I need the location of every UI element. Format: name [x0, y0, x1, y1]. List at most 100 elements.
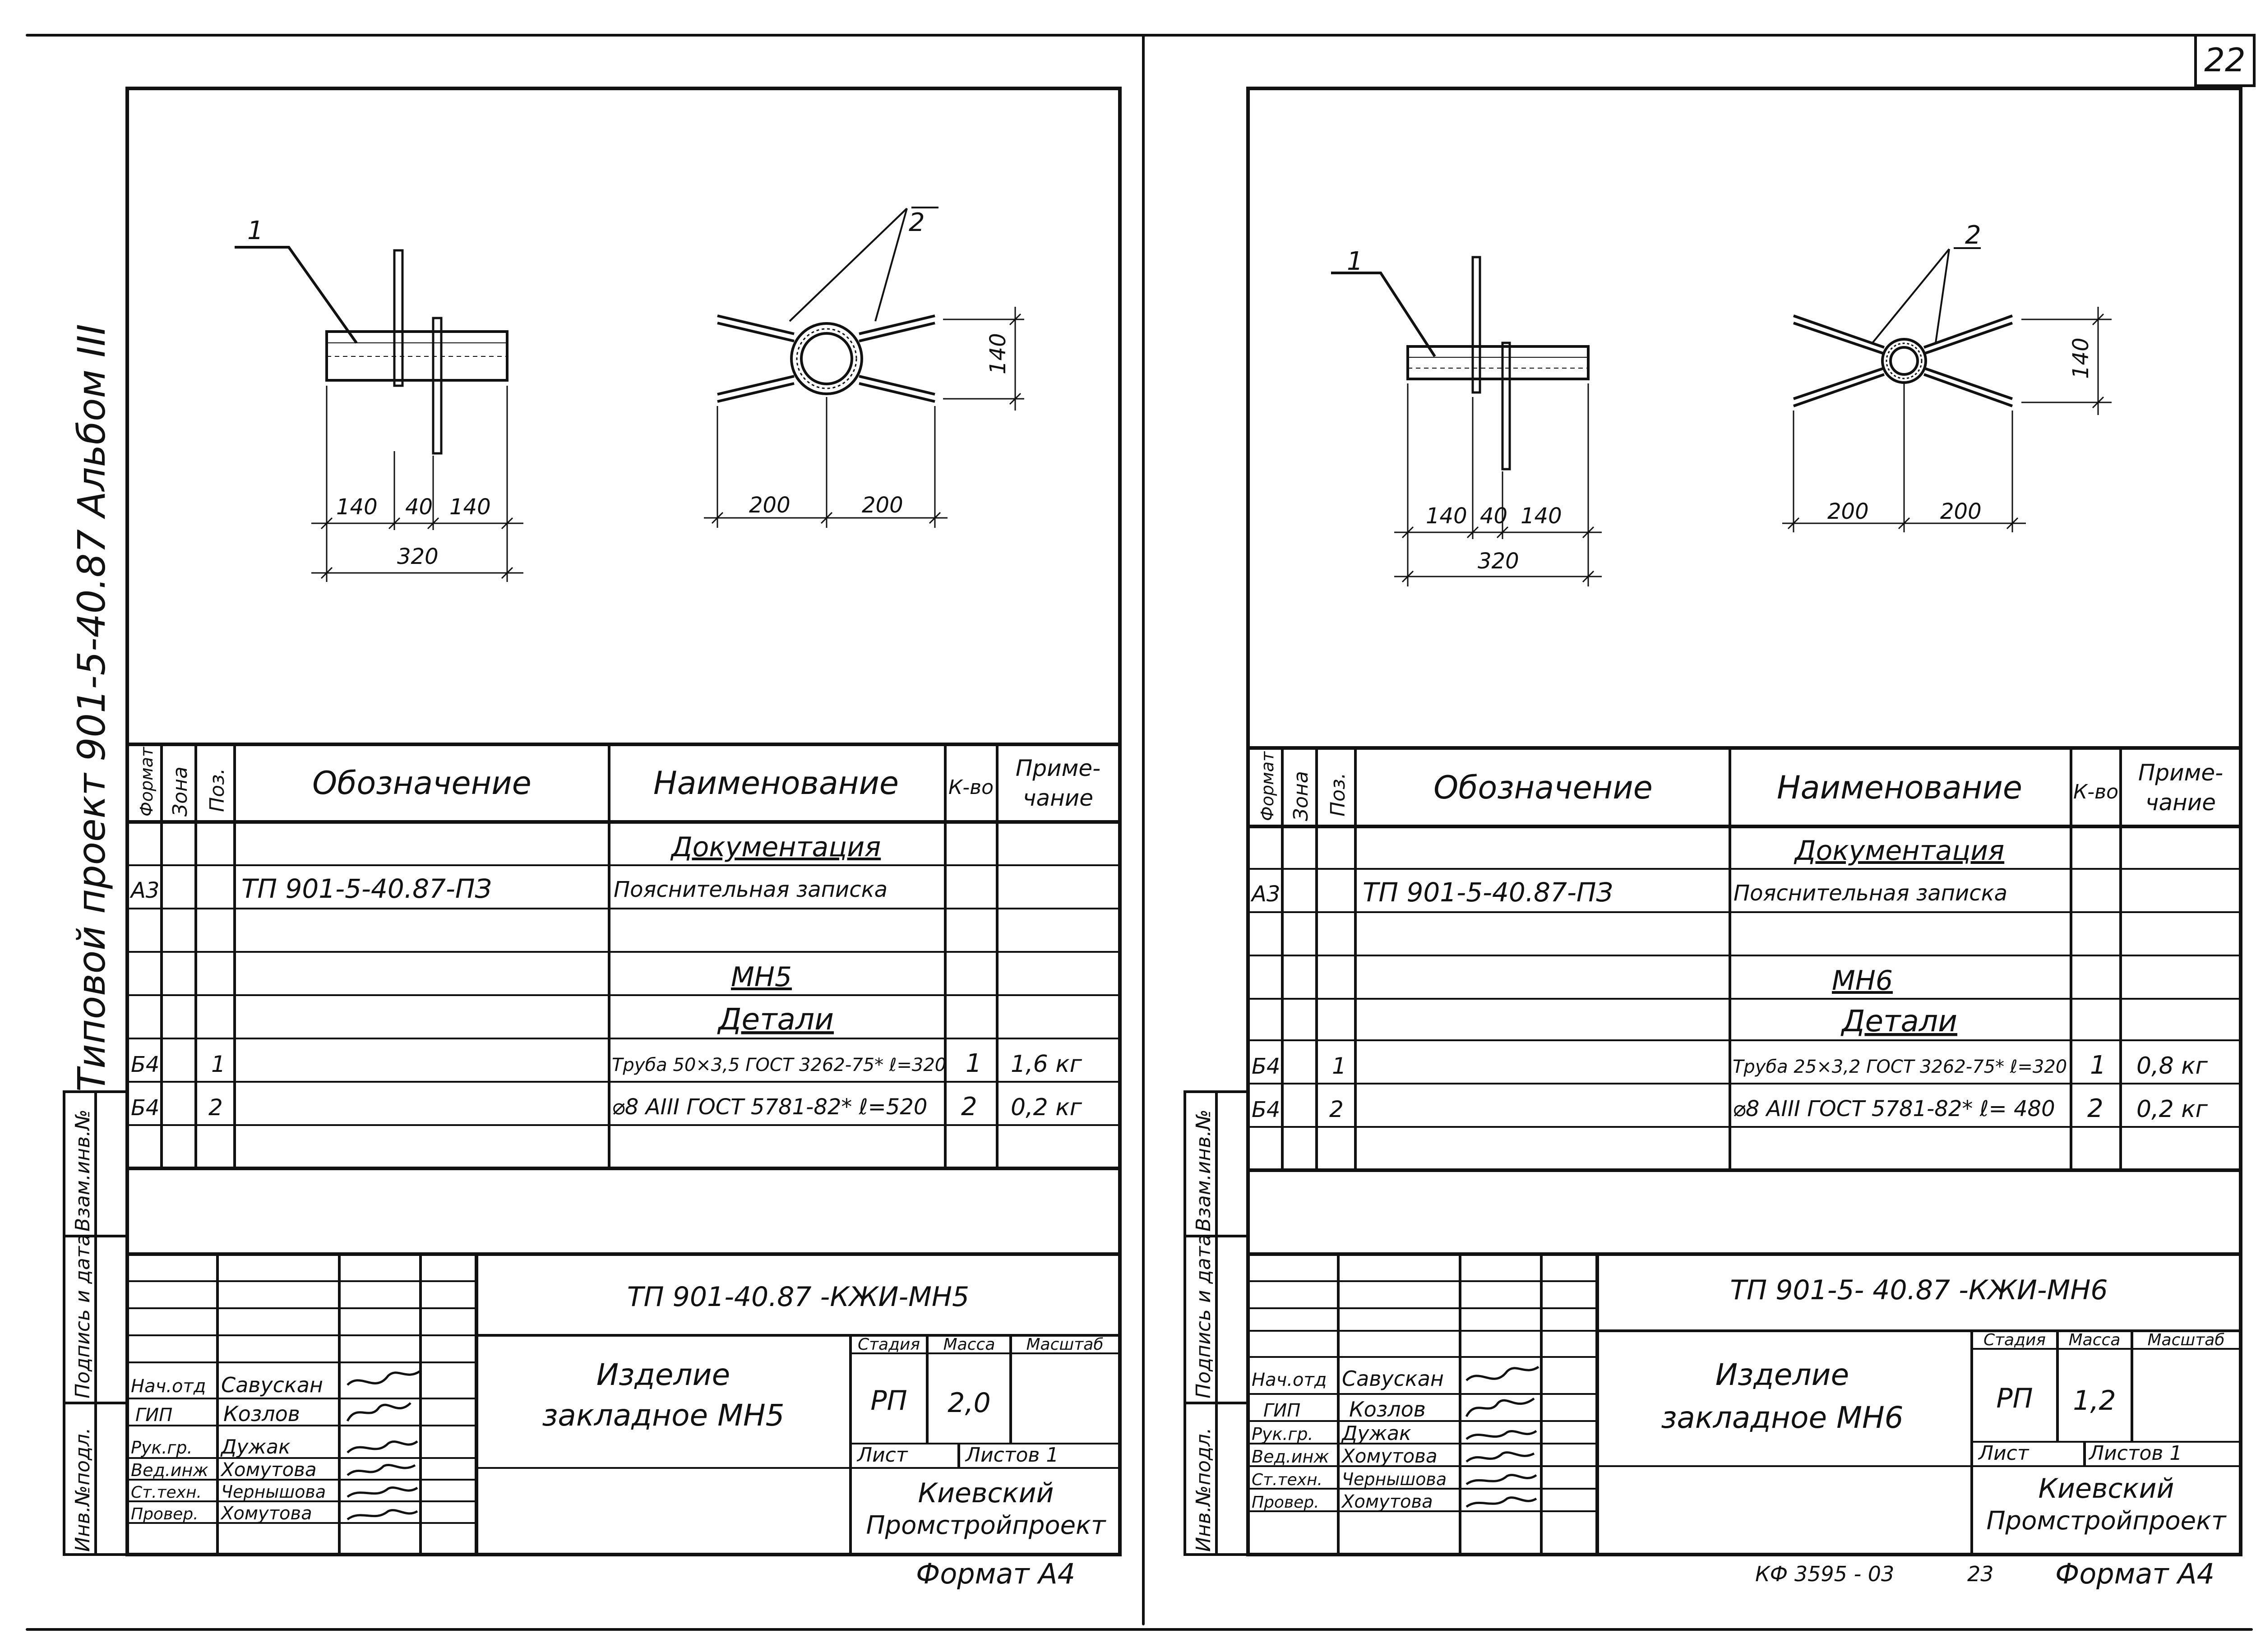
role-3: Рук.гр. — [131, 1438, 193, 1458]
person-2: Козлов — [223, 1402, 300, 1426]
item-format: Б4 — [131, 1052, 159, 1077]
dim-a: 140 — [1426, 503, 1467, 529]
dim-h: 140 — [2068, 337, 2094, 379]
person-1: Савускан — [1342, 1366, 1444, 1391]
item-note: 1,6 кг — [1011, 1051, 1082, 1078]
sheet-number-box: 22 — [2194, 34, 2256, 87]
item-pos: 2 — [208, 1094, 223, 1121]
col-qty: К-во — [948, 776, 994, 799]
callout-1: 1 — [247, 216, 264, 245]
signatures — [346, 1370, 421, 1521]
signatures — [1465, 1366, 1539, 1508]
stage-value: РП — [870, 1385, 907, 1417]
person-3: Дужак — [220, 1435, 291, 1458]
dim-d1: 200 — [749, 493, 791, 518]
col-format: Формат — [137, 746, 157, 817]
spec-table — [127, 743, 1120, 1170]
pipe-drawing — [1782, 247, 2112, 532]
role-2: ГИП — [1263, 1400, 1300, 1421]
scale-label: Масштаб — [1026, 1335, 1103, 1354]
col-zone: Зона — [169, 766, 192, 817]
item-qty: 1 — [2090, 1051, 2106, 1080]
mass-value: 1,2 — [2073, 1385, 2116, 1417]
col-format: Формат — [1257, 751, 1277, 821]
role-5: Ст.техн. — [131, 1483, 202, 1502]
dim-total: 320 — [1478, 549, 1519, 574]
org-1: Киевский — [2038, 1473, 2174, 1504]
col-note-1: Приме- — [2138, 760, 2223, 786]
title-block — [127, 1252, 1120, 1555]
item-name-2: закладное МН5 — [542, 1398, 784, 1433]
pipe-drawing — [704, 207, 1024, 528]
dim-a: 140 — [336, 494, 378, 520]
left-stamp-labels-1: Инв.№подл. Подпись и дата Взам.инв.№ — [71, 1109, 94, 1552]
doc-format: А3 — [129, 878, 159, 903]
person-3: Дужак — [1341, 1422, 1411, 1445]
person-5: Чернышова — [1342, 1469, 1447, 1489]
replace-inv-label: Взам.инв.№ — [71, 1109, 94, 1232]
format-note: Формат А4 — [916, 1557, 1075, 1590]
item-name-1: Изделие — [1715, 1357, 1849, 1392]
org-2: Промстройпроект — [1986, 1506, 2226, 1536]
format-note: Формат А4 — [2055, 1557, 2214, 1590]
dim-d2: 200 — [1940, 499, 1982, 524]
sheet-mh5: 1 140 40 140 320 2 2 — [125, 87, 1122, 1590]
item-format: Б4 — [1252, 1054, 1280, 1079]
doc-designation: ТП 901-5-40.87-ПЗ — [1363, 877, 1613, 908]
item-name-2: закладное МН6 — [1661, 1400, 1903, 1435]
sheets-label: Листов 1 — [965, 1444, 1059, 1467]
role-2: ГИП — [135, 1405, 172, 1426]
doc-format: А3 — [1250, 881, 1280, 907]
doc-name: Пояснительная записка — [614, 877, 888, 902]
sign-date-label: Подпись и дата — [71, 1234, 94, 1398]
mass-label: Масса — [943, 1335, 995, 1354]
org-1: Киевский — [918, 1477, 1054, 1509]
replace-inv-label: Взам.инв.№ — [1192, 1109, 1215, 1232]
col-name: Наименование — [653, 765, 899, 802]
role-6: Провер. — [131, 1505, 199, 1523]
item-qty: 1 — [966, 1049, 982, 1078]
dim-b: 40 — [1480, 503, 1507, 529]
role-4: Вед.инж — [1252, 1447, 1329, 1467]
section-details: Детали — [1840, 1004, 1957, 1038]
sheet-label: Лист — [1978, 1442, 2029, 1465]
mass-label: Масса — [2069, 1331, 2121, 1349]
col-name: Наименование — [1777, 769, 2022, 806]
person-4: Хомутова — [1341, 1445, 1438, 1467]
item-note: 0,2 кг — [2136, 1096, 2208, 1123]
item-name: ⌀8 АIII ГОСТ 5781-82* ℓ=520 — [612, 1094, 927, 1120]
side-label: Типовой проект 901-5-40.87 Альбом III — [69, 324, 114, 1092]
role-1: Нач.отд — [131, 1376, 206, 1397]
role-6: Провер. — [1252, 1493, 1319, 1512]
item-note: 0,8 кг — [2136, 1052, 2208, 1080]
title-block — [1248, 1252, 2241, 1555]
dim-d2: 200 — [862, 493, 903, 518]
item-name: Труба 50×3,5 ГОСТ 3262-75* ℓ=320 — [612, 1055, 946, 1075]
item-format: Б4 — [1252, 1097, 1280, 1122]
sign-date-label: Подпись и дата — [1192, 1234, 1215, 1398]
col-designation: Обозначение — [312, 765, 532, 802]
spec-table — [1248, 746, 2241, 1172]
sheet-number: 22 — [2204, 41, 2246, 79]
person-5: Чернышова — [221, 1482, 326, 1502]
item-pos: 2 — [1329, 1096, 1344, 1122]
dim-c: 140 — [449, 494, 491, 520]
sheets-label: Листов 1 — [2088, 1442, 2182, 1465]
drawing-code: ТП 901-40.87 -КЖИ-МН5 — [627, 1281, 969, 1313]
role-5: Ст.техн. — [1252, 1471, 1322, 1489]
sheet-label: Лист — [856, 1444, 908, 1467]
dim-d1: 200 — [1827, 499, 1869, 524]
doc-name: Пояснительная записка — [1734, 881, 2007, 906]
role-1: Нач.отд — [1252, 1370, 1327, 1390]
product-mark: МН5 — [731, 961, 792, 993]
item-pos: 1 — [1332, 1053, 1346, 1079]
item-pos: 1 — [211, 1051, 226, 1077]
item-note: 0,2 кг — [1011, 1094, 1082, 1121]
callout-2: 2 — [1965, 221, 1981, 250]
sheet-mh6: 1 140 40 140 320 2 200 — [1246, 87, 2242, 1590]
scale-label: Масштаб — [2147, 1331, 2224, 1349]
callout-2: 2 — [909, 208, 925, 237]
left-stamp-labels-2: Инв.№подл. Подпись и дата Взам.инв.№ — [1192, 1109, 1215, 1552]
col-note-2: чание — [1023, 785, 1093, 811]
